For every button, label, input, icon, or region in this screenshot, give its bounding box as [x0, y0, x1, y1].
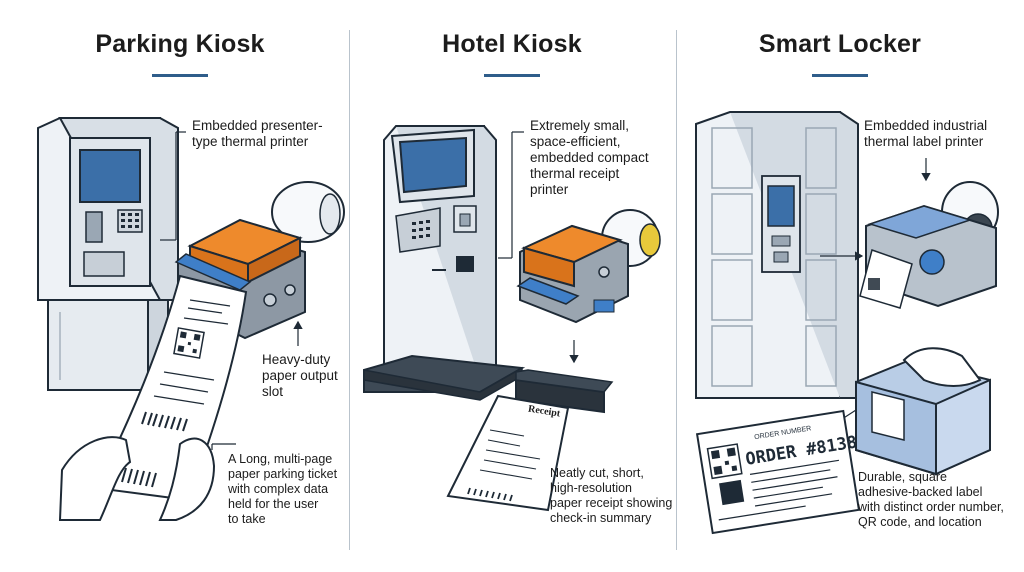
parking-screen	[79, 149, 141, 203]
hotel-screen	[398, 136, 467, 194]
hotel-receipt-callout: Neatly cut, short, high-resolution paper…	[550, 466, 673, 525]
locker-printer-callout: Embedded industrial thermal label printe…	[864, 118, 988, 149]
left-hand	[58, 436, 132, 521]
hotel-receipt	[446, 369, 614, 512]
parking-output-slot-callout: Heavy-duty paper output slot	[262, 352, 338, 399]
hotel-title-rule	[484, 74, 540, 77]
locker-label: ORDER NUMBER ORDER #8138	[695, 409, 861, 535]
hotel-printer-callout: Extremely small, space-efficient, embedd…	[530, 118, 649, 197]
smart-locker	[695, 111, 859, 399]
locker-title-rule	[812, 74, 868, 77]
panel-divider-1	[349, 30, 350, 550]
hotel-kiosk	[363, 125, 526, 401]
panel-divider-2	[676, 30, 677, 550]
parking-printer	[174, 181, 345, 340]
locker-package	[855, 347, 991, 476]
hotel-kiosk-title: Hotel Kiosk	[442, 30, 582, 58]
parking-ticket-callout: A Long, multi-page paper parking ticket …	[228, 452, 338, 526]
parking-printer-callout: Embedded presenter- type thermal printer	[192, 118, 323, 149]
smart-locker-title: Smart Locker	[758, 30, 922, 58]
parking-title-rule	[152, 74, 208, 77]
right-hand	[158, 437, 216, 521]
locker-printer	[859, 181, 999, 309]
locker-label-callout: Durable, square adhesive-backed label wi…	[858, 470, 1004, 529]
parking-kiosk-title: Parking Kiosk	[95, 30, 265, 58]
parking-kiosk	[37, 117, 179, 391]
hotel-printer	[516, 209, 661, 324]
parking-ticket	[58, 274, 248, 521]
locker-screen	[767, 185, 795, 227]
locker-hand	[902, 347, 982, 387]
